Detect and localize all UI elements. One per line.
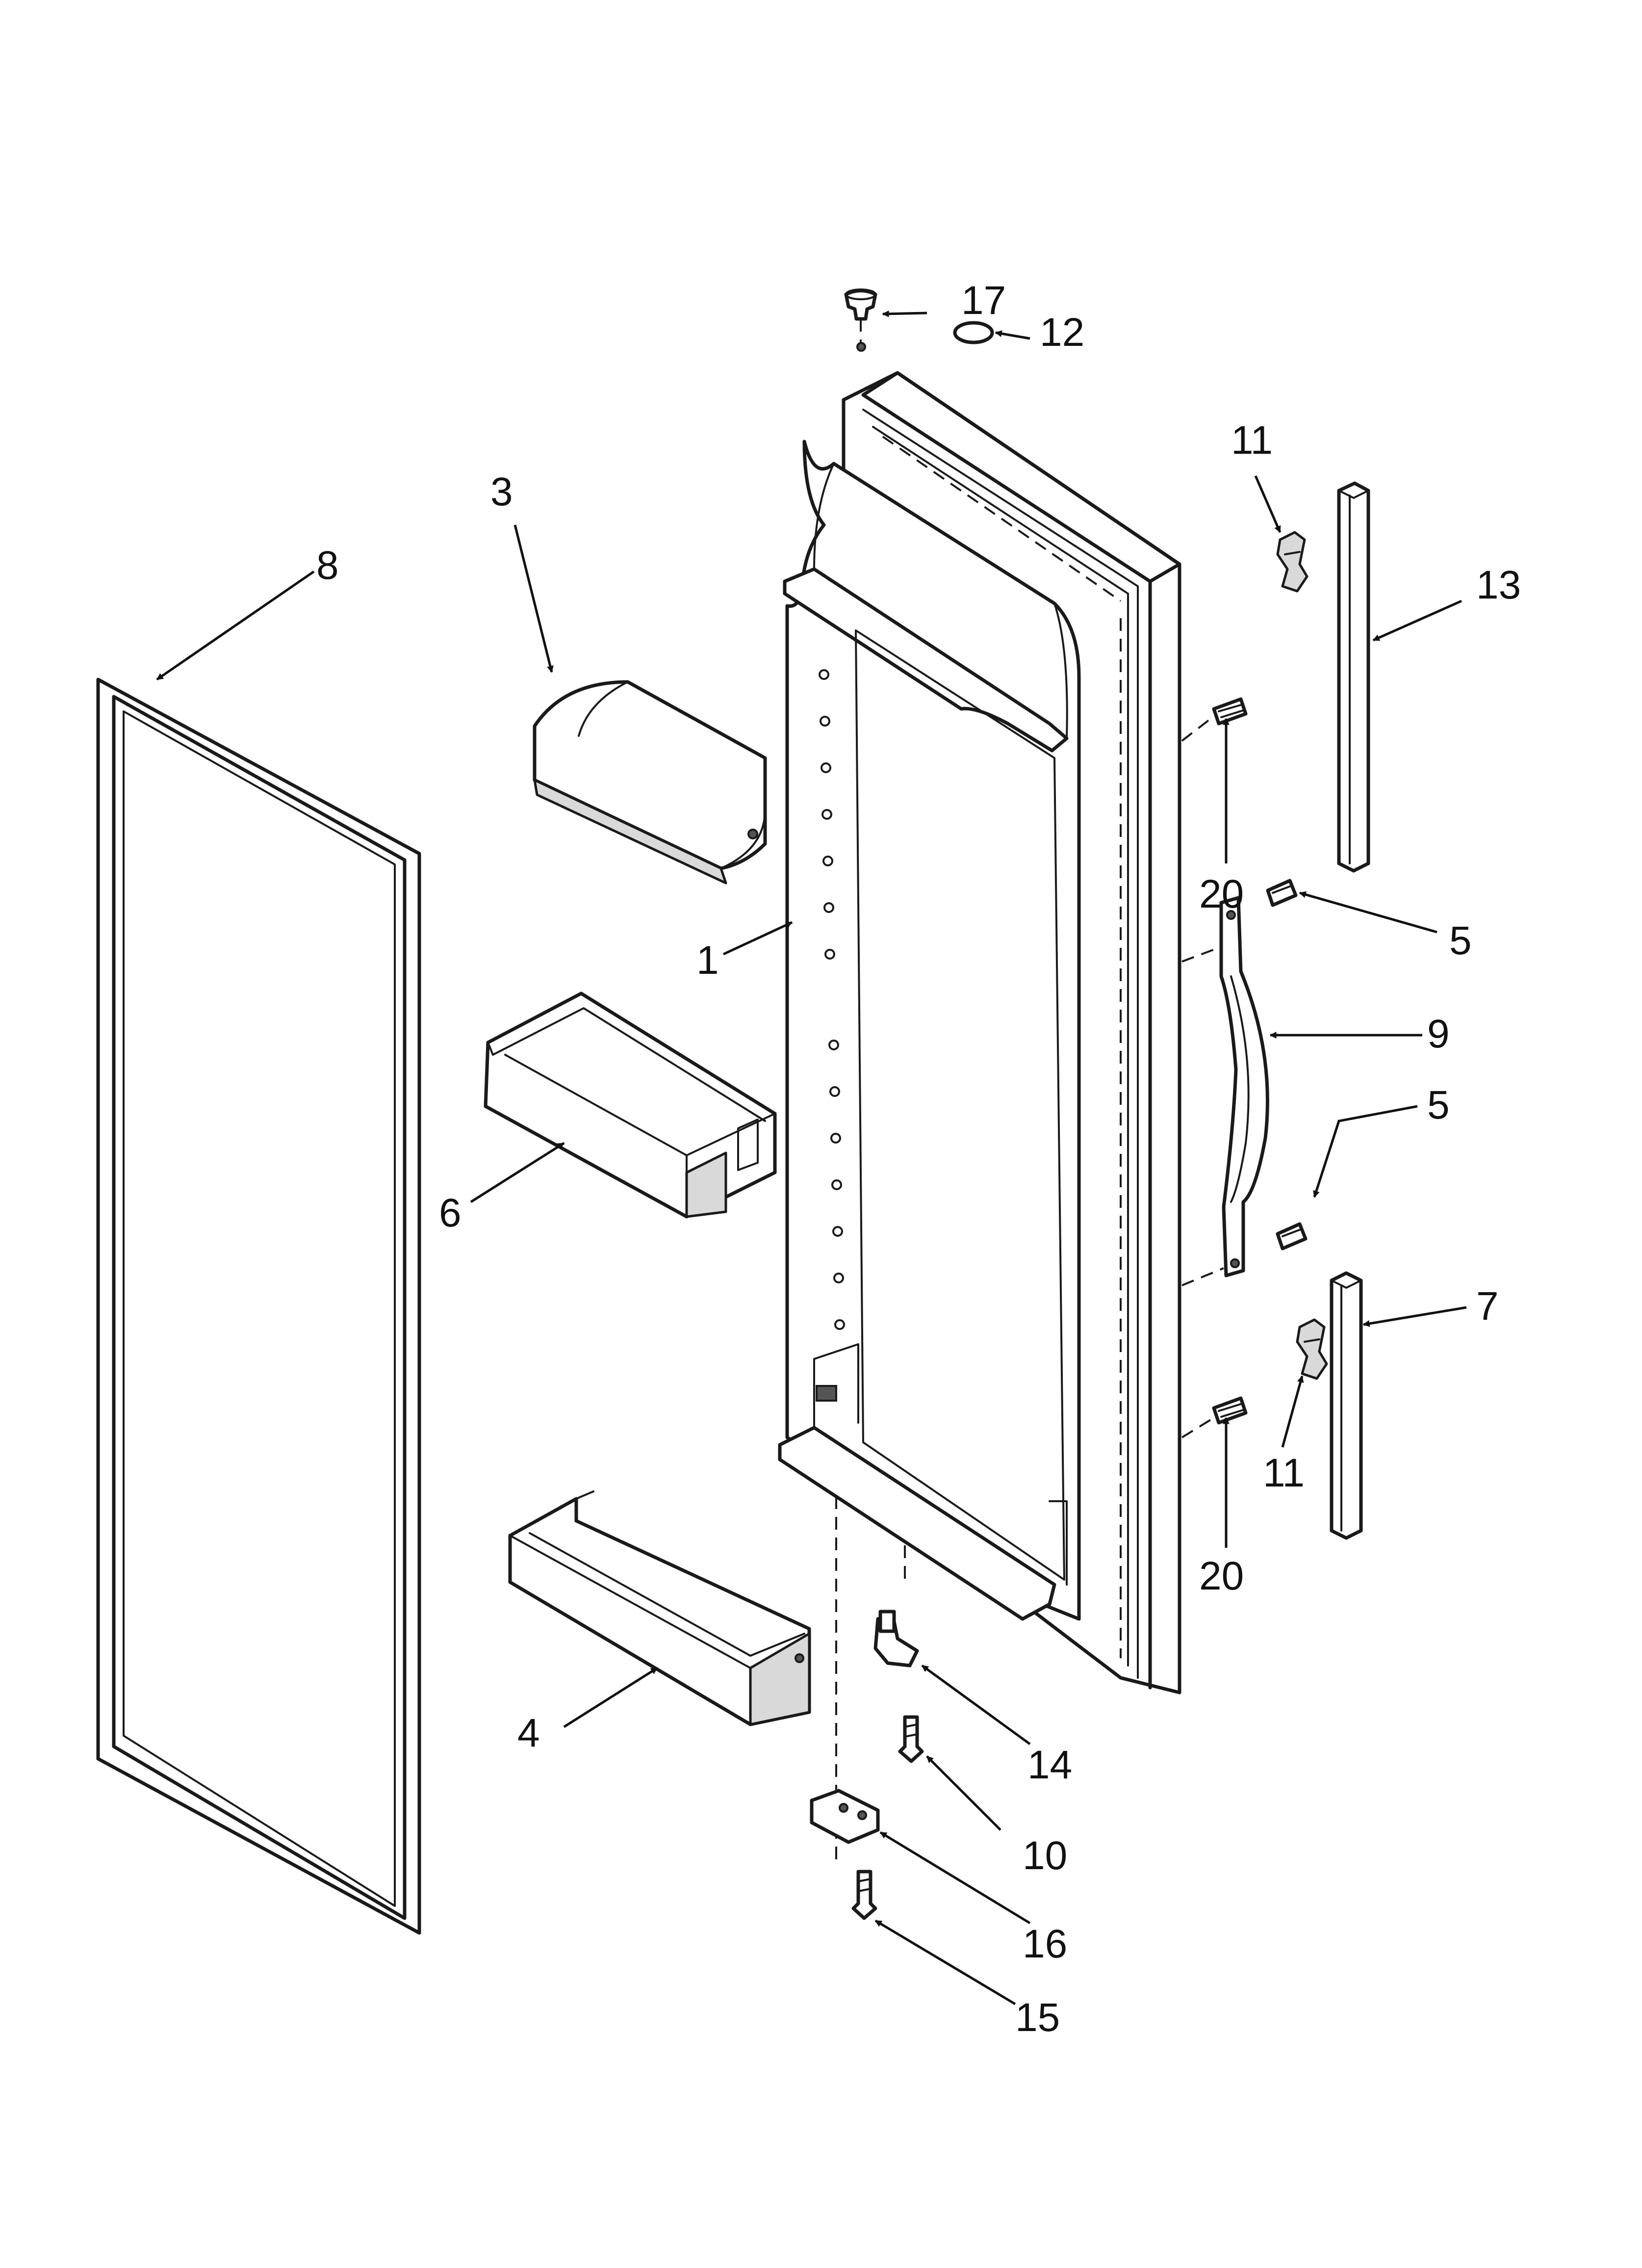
door-handle <box>1219 896 1269 1277</box>
callout-11-lower: 11 <box>1263 1451 1305 1495</box>
callout-4: 4 <box>517 1711 540 1755</box>
screw-lower <box>1212 1396 1248 1425</box>
door-bin <box>484 991 777 1219</box>
callout-15: 15 <box>1015 1995 1060 2040</box>
callout-20-lower: 20 <box>1199 1554 1244 1598</box>
callout-5-upper: 5 <box>1449 918 1472 963</box>
callout-5-lower: 5 <box>1427 1083 1450 1127</box>
callout-20-upper: 20 <box>1199 872 1244 916</box>
hinge-bracket <box>810 1789 880 1844</box>
callout-13: 13 <box>1476 563 1521 607</box>
bin-cover <box>533 680 767 885</box>
door-gasket <box>96 678 421 1935</box>
lower-door-bin <box>508 1490 811 1726</box>
handle-screw-upper <box>1266 879 1298 907</box>
handle-trim-lower <box>1330 1271 1363 1540</box>
hinge-washer <box>953 321 994 344</box>
bracket-screw <box>851 1870 877 1920</box>
callout-12: 12 <box>1040 310 1084 355</box>
callout-1: 1 <box>696 938 719 983</box>
shelf-holes <box>819 669 845 1330</box>
callout-11-upper: 11 <box>1231 418 1273 463</box>
callout-9: 9 <box>1427 1012 1450 1056</box>
lower-hinge <box>873 1610 919 1668</box>
handle-clip-lower <box>1296 1318 1328 1380</box>
callout-17: 17 <box>961 278 1006 323</box>
callout-labels: 17 12 11 13 3 8 20 5 1 9 5 6 7 11 20 4 1… <box>316 278 1521 2040</box>
handle-clip-upper <box>1276 531 1308 593</box>
callout-leaders <box>156 310 1467 2006</box>
hinge-cap <box>844 288 877 321</box>
handle-screw-lower <box>1276 1222 1308 1251</box>
hinge-screw <box>898 1715 924 1763</box>
callout-10: 10 <box>1023 1833 1067 1878</box>
screw-upper <box>1212 697 1248 726</box>
callout-6: 6 <box>439 1191 462 1235</box>
assembly-lines <box>835 319 1224 1864</box>
callout-8: 8 <box>316 543 339 588</box>
handle-trim-upper <box>1337 481 1370 873</box>
callout-16: 16 <box>1023 1922 1067 1966</box>
callout-14: 14 <box>1027 1743 1072 1787</box>
door-assembly <box>778 342 1181 1694</box>
callout-3: 3 <box>490 469 513 514</box>
callout-7: 7 <box>1476 1284 1499 1329</box>
